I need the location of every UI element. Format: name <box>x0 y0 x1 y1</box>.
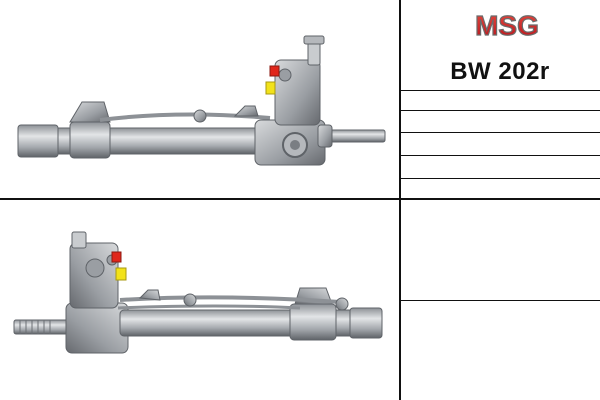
right-rule-3 <box>400 132 600 133</box>
right-rule-5 <box>400 178 600 179</box>
product-code: BW 202r <box>450 58 550 85</box>
center-divider <box>399 0 401 400</box>
right-rule-6 <box>400 300 600 301</box>
right-rule-1 <box>400 90 600 91</box>
msg-logo: MSG <box>475 9 540 41</box>
right-rule-2 <box>400 110 600 111</box>
middle-divider <box>0 198 600 200</box>
logo-text: MSG <box>475 10 539 41</box>
rack-photo-top <box>17 35 386 166</box>
right-rule-4 <box>400 155 600 156</box>
rack-photo-bottom <box>13 231 383 354</box>
